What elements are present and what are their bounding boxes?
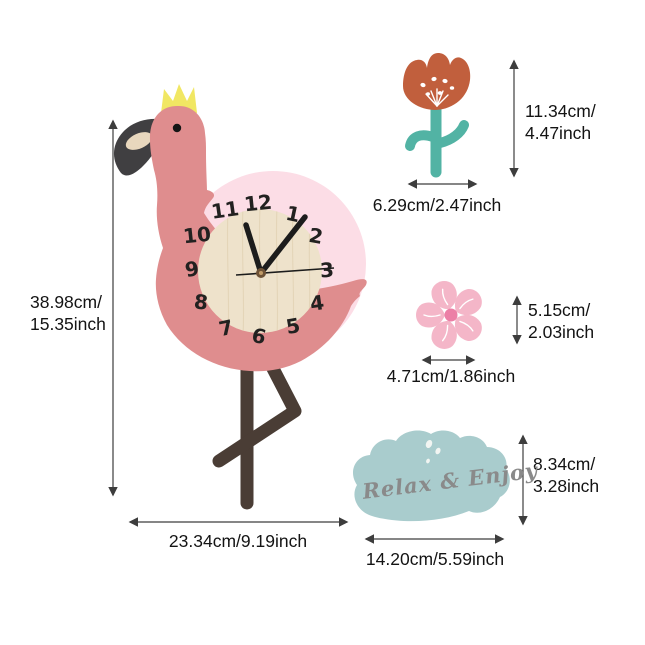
numeral-3: 3 [319,258,335,283]
cloud-height-cm: 8.34cm/ [533,454,596,474]
clock-width-label: 23.34cm/9.19inch [168,531,308,551]
flower-height-cm: 11.34cm/ [525,101,596,121]
cloud-height-label: 8.34cm/ 3.28inch [533,453,599,497]
small-flower-center [444,308,458,322]
tulip-fan [425,88,449,107]
tulip-head [403,53,471,110]
second-hand [235,267,335,276]
dimension-lines [108,59,528,544]
cloud-specks [425,439,441,464]
flamingo-clock: 12 1 2 3 4 5 6 7 8 9 10 11 [113,84,367,510]
numeral-6: 6 [249,323,268,350]
numeral-11: 11 [210,196,241,224]
left-leaf [405,130,438,151]
numeral-8: 8 [193,289,209,314]
clock-hands [235,214,335,278]
small-flower-height-label: 5.15cm/ 2.03inch [528,299,594,343]
tulip-dots [420,76,455,96]
petal-veins [423,288,474,342]
clock-height-inch: 15.35inch [30,314,106,334]
minute-hand [258,214,308,276]
flamingo-legs [212,348,302,510]
numeral-9: 9 [183,256,201,282]
tulip-decal [403,53,471,178]
flamingo-body [149,105,367,372]
numeral-5: 5 [284,313,302,339]
flower-width-label: 6.29cm/2.47inch [372,195,502,215]
numeral-2: 2 [307,223,325,249]
numeral-7: 7 [217,315,236,341]
numeral-4: 4 [308,290,325,316]
small-flower-decal [416,281,482,349]
clock-height-cm: 38.98cm/ [30,292,102,312]
flower-height-inch: 4.47inch [525,123,592,143]
small-flower-width-label: 4.71cm/1.86inch [386,366,516,386]
right-branch [435,120,469,148]
cloud-width-label: 14.20cm/5.59inch [365,549,505,569]
clock-numerals: 12 1 2 3 4 5 6 7 8 9 10 11 [182,190,335,350]
cloud-shape [353,430,510,522]
hour-hand [243,222,264,276]
bent-leg [212,348,302,468]
tulip-stem [405,100,469,178]
cloud-decal [353,430,510,522]
clock-pivot-center [259,271,263,275]
beak-band [125,132,153,150]
numeral-1: 1 [284,201,303,227]
cloud-height-inch: 3.28inch [533,476,600,496]
eye-icon [172,123,182,133]
small-flower-height-cm: 5.15cm/ [528,300,591,320]
numeral-12: 12 [243,190,273,217]
flower-height-label: 11.34cm/ 4.47inch [525,100,596,144]
numeral-10: 10 [182,222,212,249]
clock-height-label: 38.98cm/ 15.35inch [30,291,106,335]
small-flower-height-inch: 2.03inch [528,322,595,342]
